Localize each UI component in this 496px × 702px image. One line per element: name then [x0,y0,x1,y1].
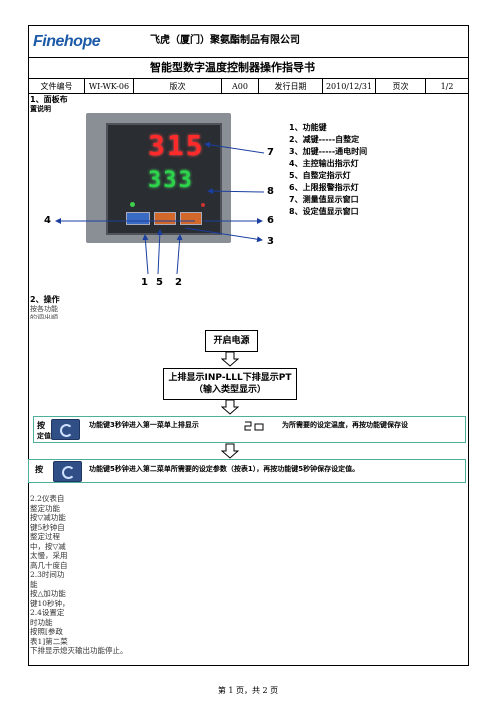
note-line: 高几十度自 [30,560,68,570]
legend-item: 6、上限报警指示灯 [289,183,359,192]
flow-input-type-display: 上排显示INP-LLL下排显示PT （输入类型显示） [163,368,297,400]
legend-item: 4、主控输出指示灯 [289,159,359,168]
note-line: 时功能 [30,617,53,627]
callout-3: 3 [267,236,274,247]
legend-item: 5、自整定指示灯 [289,171,351,180]
callout-4: 4 [44,215,51,226]
legend-item: 3、加键-----通电时间 [289,147,368,156]
frame-left [28,25,29,666]
version-value: A00 [232,81,248,91]
function-key-icon [51,419,80,440]
logo-text: Finehope [33,33,101,50]
panel-legend: 1、功能键 2、减键-----自整定 3、加键-----通电时间 4、主控输出指… [289,122,367,218]
main-output-led [130,202,135,207]
alarm-led [201,203,205,207]
doc-no-value: WI-WK-06 [88,81,130,91]
rule-1 [28,57,469,58]
version-label: 版次 [169,81,186,91]
frame-top [28,25,469,26]
arrow-1 [142,234,149,275]
arrow-3 [184,227,263,243]
arrow-7 [204,141,265,154]
frame-bottom [28,665,469,666]
notes-column: 2.2仪表自 整定功能 按▽减功能 键5秒钟自 整定过程 中，按▽减 太慢，采用… [30,494,128,656]
note-line: 能 [30,579,38,589]
company-name: 飞虎（厦门）聚氨酯制品有限公司 [150,35,300,46]
legend-item: 7、测量值显示窗口 [289,195,359,204]
company-logo: Finehope [33,31,113,51]
date-value: 2010/12/31 [325,81,373,91]
frame-right [468,25,469,666]
note-line: 键5秒钟自 [30,522,65,532]
sp-symbol-icon [244,421,264,431]
page-footer: 第 1 页，共 2 页 [217,686,279,695]
section1-subtitle: 置说明 [30,105,51,113]
note-line: 2.3时间功 [30,570,65,579]
arrow-2 [176,234,183,275]
document-title: 智能型数字温度控制器操作指导书 [150,61,315,74]
section1-title: 1、面板布 [30,95,68,104]
flow-arrow-down-icon [221,399,239,415]
section2-title: 2、操作 [30,295,60,304]
legend-item: 2、减键-----自整定 [289,135,360,144]
callout-8: 8 [267,186,274,197]
note-line: 太慢，采用 [30,551,68,560]
step2-text: 功能键5秒钟进入第二菜单所需要的设定参数（按表1），再按功能键5秒钟保存设定值。 [89,465,360,473]
step1-text: 功能键3秒钟进入第一菜单上排显示 [89,421,199,429]
step1-prefix: 按 [37,421,45,430]
note-line: 按▽减功能 [30,513,66,522]
step2-box: 按 功能键5秒钟进入第二菜单所需要的设定参数（按表1），再按功能键5秒钟保存设定… [28,459,466,483]
arrow-8 [207,188,265,195]
note-line: 键10秒钟， [30,598,70,608]
flow-arrow-down-icon [221,443,239,459]
callout-5: 5 [156,277,163,288]
callout-7: 7 [267,147,274,158]
note-line: 整定功能 [30,503,60,513]
callout-6: 6 [267,215,274,226]
controller-face: 315 333 [106,123,222,235]
section2-sub2: 的调出顺 [30,314,58,319]
rule-3 [28,93,469,94]
flow-display-line2: （输入类型显示） [193,385,266,395]
note-line: 2.2仪表自 [30,494,65,503]
step2-prefix: 按 [35,465,43,474]
function-key[interactable] [126,212,150,225]
rule-2 [28,78,469,79]
step1-line2: 定值 [37,432,51,440]
up-key[interactable] [180,212,202,225]
flow-power-on: 开启电源 [205,330,258,352]
callout-arrows [55,141,265,275]
page-label: 页次 [392,81,409,91]
note-line: 按△加功能 [30,589,66,598]
down-key[interactable] [154,212,176,225]
note-line: 按照[参政 [30,627,63,636]
legend-item: 8、设定值显示窗口 [289,207,359,216]
callout-2: 2 [175,277,182,288]
note-line: 下排显示熄灭输出功能停止。 [30,646,128,655]
date-label: 发行日期 [274,81,307,91]
section2-sub1: 按各功能 [30,305,58,313]
note-line: 2.4设置定 [30,608,65,617]
callout-1: 1 [141,277,148,288]
note-line: 表1]第二菜 [30,636,68,646]
step1-box: 按 功能键3秒钟进入第一菜单上排显示 为所需要的设定温度，再按功能键保存设 定值 [33,416,466,443]
flow-display-line1: 上排显示INP-LLL下排显示PT [168,373,292,383]
note-line: 整定过程 [30,532,60,541]
step1-tail: 为所需要的设定温度，再按功能键保存设 [282,421,408,429]
flow-arrow-down-icon [221,351,239,367]
legend-item: 1、功能键 [289,123,327,132]
pv-display: 315 [148,129,205,162]
function-key-icon [53,461,82,482]
arrow-5 [156,229,163,275]
sv-display: 333 [148,168,194,193]
page-value: 1/2 [440,81,454,91]
note-line: 中，按▽减 [30,541,66,551]
doc-no-label: 文件编号 [40,81,73,91]
